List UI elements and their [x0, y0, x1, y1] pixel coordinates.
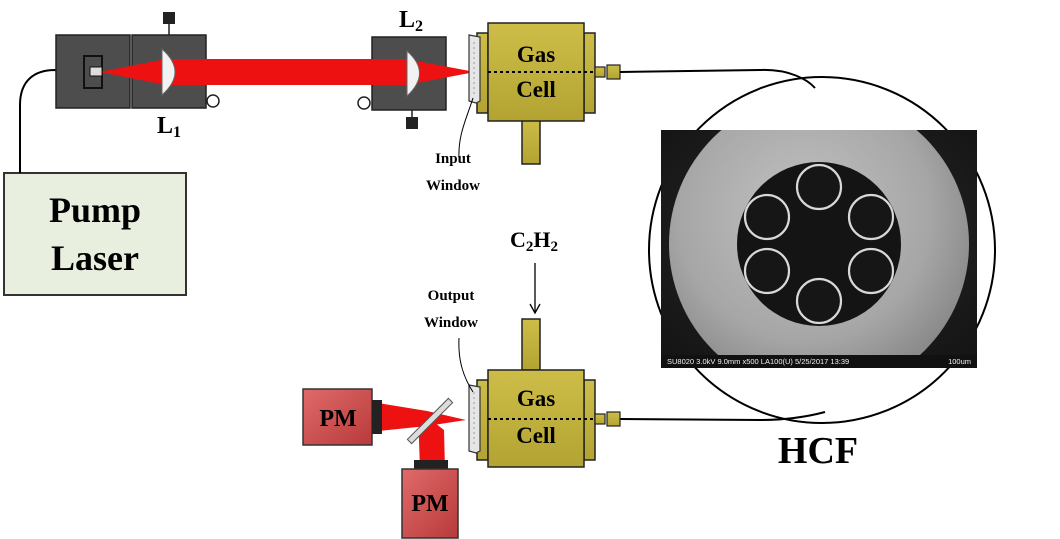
hcf-fiber-top — [619, 68, 816, 89]
power-meter-bottom-label: PM — [411, 491, 448, 517]
input-window-pointer — [458, 97, 474, 159]
gas-cell-top: Gas Cell — [476, 22, 621, 165]
pump-beam — [100, 59, 475, 85]
output-window-label-line1: Output — [428, 288, 475, 304]
gas-formula-label: C2H2 — [510, 227, 558, 255]
pump-laser-label-line2: Laser — [51, 238, 139, 278]
pump-fiber — [19, 68, 89, 173]
lens-l1 — [161, 47, 176, 97]
power-meter-bottom: PM — [401, 460, 459, 539]
input-window-label-line1: Input — [435, 151, 471, 167]
fiber-cross-section — [661, 130, 977, 368]
lens-l2-label: L2 — [399, 7, 423, 35]
gas-cell-bottom-label-line1: Gas — [517, 386, 555, 411]
gas-cell-bottom: Gas Cell — [476, 318, 621, 468]
input-window — [468, 34, 481, 104]
lens-l2 — [406, 49, 420, 98]
output-beam — [378, 403, 466, 470]
hcf-label: HCF — [778, 430, 858, 472]
gas-cell-bottom-label-line2: Cell — [516, 423, 556, 448]
power-meter-side-label: PM — [319, 406, 356, 432]
gas-cell-top-label-line2: Cell — [516, 77, 556, 102]
pump-laser: Pump Laser — [3, 172, 187, 296]
output-window-pointer — [458, 337, 474, 393]
output-window-label-line2: Window — [424, 315, 478, 331]
input-window-label-line2: Window — [426, 178, 480, 194]
sem-micrograph: SU8020 3.0kV 9.0mm x500 LA100(U) 5/25/20… — [661, 130, 977, 368]
hcf-coil — [648, 76, 996, 424]
gas-inlet-arrow — [529, 263, 541, 315]
hcf-fiber-bottom — [619, 411, 826, 422]
power-meter-side: PM — [302, 388, 382, 446]
sem-caption: SU8020 3.0kV 9.0mm x500 LA100(U) 5/25/20… — [667, 357, 850, 366]
sem-info-bar: SU8020 3.0kV 9.0mm x500 LA100(U) 5/25/20… — [661, 355, 977, 368]
output-window — [468, 384, 481, 454]
pump-laser-label-line1: Pump — [49, 190, 141, 230]
gas-cell-top-label-line1: Gas — [517, 42, 555, 67]
lens-l1-label: L1 — [157, 113, 181, 141]
beam-splitter — [406, 397, 454, 445]
sem-scale: 100um — [948, 357, 971, 366]
